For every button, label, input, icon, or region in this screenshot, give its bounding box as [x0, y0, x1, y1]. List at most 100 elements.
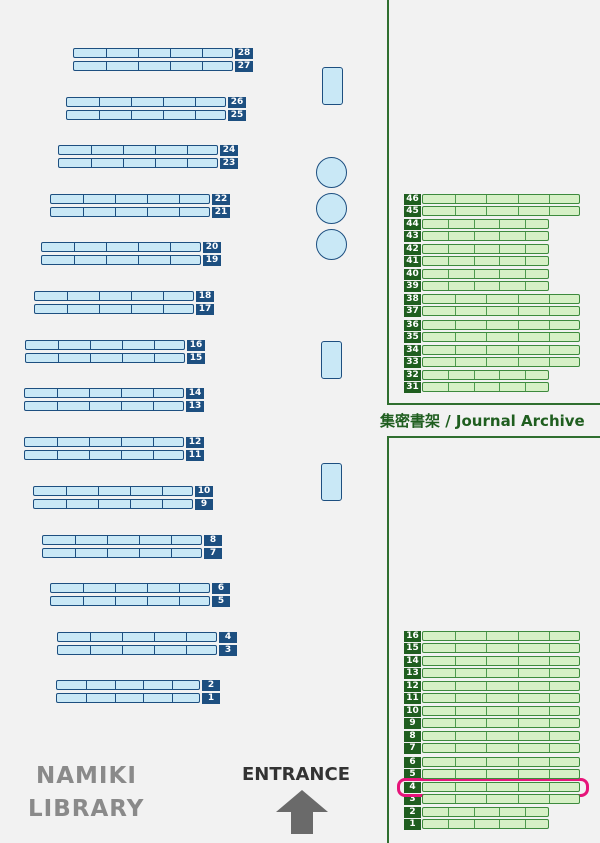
shelf-number: 22 [212, 194, 230, 205]
shelf-divider [518, 631, 519, 640]
shelf-divider [455, 719, 456, 728]
shelf-divider [499, 383, 500, 391]
shelf-divider [106, 62, 107, 70]
shelf-divider [499, 245, 500, 253]
archive-shelf-number: 38 [404, 294, 421, 306]
shelf-divider [448, 808, 449, 816]
shelf-divider [448, 383, 449, 391]
shelf-number: 1 [202, 693, 220, 704]
shelf-divider [455, 794, 456, 803]
archive-shelf [422, 218, 549, 229]
journal-archive-label: 集密書架 / Journal Archive [380, 412, 585, 430]
shelf-divider [525, 371, 526, 379]
shelf-divider [549, 744, 550, 753]
shelf-divider [486, 668, 487, 677]
shelf-divider [455, 357, 456, 366]
shelf-divider [518, 295, 519, 304]
bookshelf [58, 158, 218, 168]
shelf-divider [455, 782, 456, 791]
shelf-divider [86, 694, 87, 702]
shelf-divider [525, 257, 526, 265]
archive-shelf-number: 40 [404, 269, 421, 281]
archive-shelf-number: 10 [404, 706, 421, 718]
shelf-divider [448, 257, 449, 265]
archive-shelf [422, 370, 549, 380]
shelf-divider [123, 146, 124, 154]
shelf-divider [187, 146, 188, 154]
shelf-number: 12 [186, 437, 204, 448]
shelf-divider [486, 719, 487, 728]
shelf-divider [474, 371, 475, 379]
shelf-number: 14 [186, 388, 204, 399]
shelf-divider [499, 808, 500, 816]
bookshelf [42, 535, 202, 545]
archive-shelf-number: 32 [404, 370, 421, 381]
shelf-divider [99, 111, 100, 119]
shelf-divider [549, 794, 550, 803]
round-table-3 [316, 229, 347, 260]
shelf-divider [455, 732, 456, 741]
archive-shelf-number: 36 [404, 319, 421, 331]
archive-shelf-number: 15 [404, 642, 421, 654]
shelf-divider [455, 656, 456, 665]
shelf-divider [179, 597, 180, 605]
shelf-divider [518, 307, 519, 316]
archive-shelf [422, 731, 580, 742]
shelf-divider [186, 646, 187, 654]
shelf-divider [138, 243, 139, 251]
shelf-divider [90, 633, 91, 641]
shelf-divider [518, 732, 519, 741]
shelf-divider [115, 584, 116, 592]
shelf-divider [549, 320, 550, 329]
archive-wall-upper [387, 0, 389, 405]
shelf-divider [499, 371, 500, 379]
shelf-divider [549, 357, 550, 366]
archive-shelf [422, 743, 580, 754]
shelf-number: 7 [204, 548, 222, 559]
shelf-divider [518, 357, 519, 366]
shelf-divider [179, 584, 180, 592]
bookshelf [56, 680, 200, 690]
archive-shelf [422, 819, 549, 829]
shelf-divider [90, 646, 91, 654]
shelf-divider [179, 208, 180, 216]
archive-shelf [422, 356, 580, 367]
shelf-divider [106, 256, 107, 264]
shelf-divider [499, 282, 500, 291]
shelf-divider [549, 206, 550, 215]
shelf-divider [202, 62, 203, 70]
shelf-number: 5 [212, 596, 230, 607]
shelf-divider [518, 194, 519, 203]
archive-shelf [422, 630, 580, 641]
archive-shelf-number: 46 [404, 193, 421, 205]
shelf-divider [172, 681, 173, 689]
table-1 [322, 67, 343, 105]
shelf-number: 9 [195, 499, 213, 510]
shelf-divider [486, 656, 487, 665]
shelf-divider [448, 245, 449, 253]
archive-shelf-number: 11 [404, 693, 421, 704]
shelf-divider [486, 757, 487, 766]
archive-shelf-number: 3 [404, 793, 421, 805]
shelf-divider [75, 549, 76, 557]
archive-shelf-number: 43 [404, 230, 421, 242]
shelf-divider [518, 682, 519, 690]
shelf-divider [99, 292, 100, 300]
shelf-divider [153, 402, 154, 410]
shelf-divider [131, 305, 132, 313]
shelf-divider [74, 256, 75, 264]
shelf-divider [525, 383, 526, 391]
shelf-divider [455, 345, 456, 354]
bookshelf [50, 596, 210, 606]
shelf-divider [67, 292, 68, 300]
shelf-divider [153, 451, 154, 459]
shelf-divider [455, 643, 456, 652]
shelf-divider [518, 320, 519, 329]
shelf-divider [455, 744, 456, 753]
shelf-divider [107, 549, 108, 557]
bookshelf [50, 207, 210, 217]
archive-shelf-number: 9 [404, 718, 421, 730]
shelf-divider [147, 597, 148, 605]
shelf-divider [499, 270, 500, 279]
